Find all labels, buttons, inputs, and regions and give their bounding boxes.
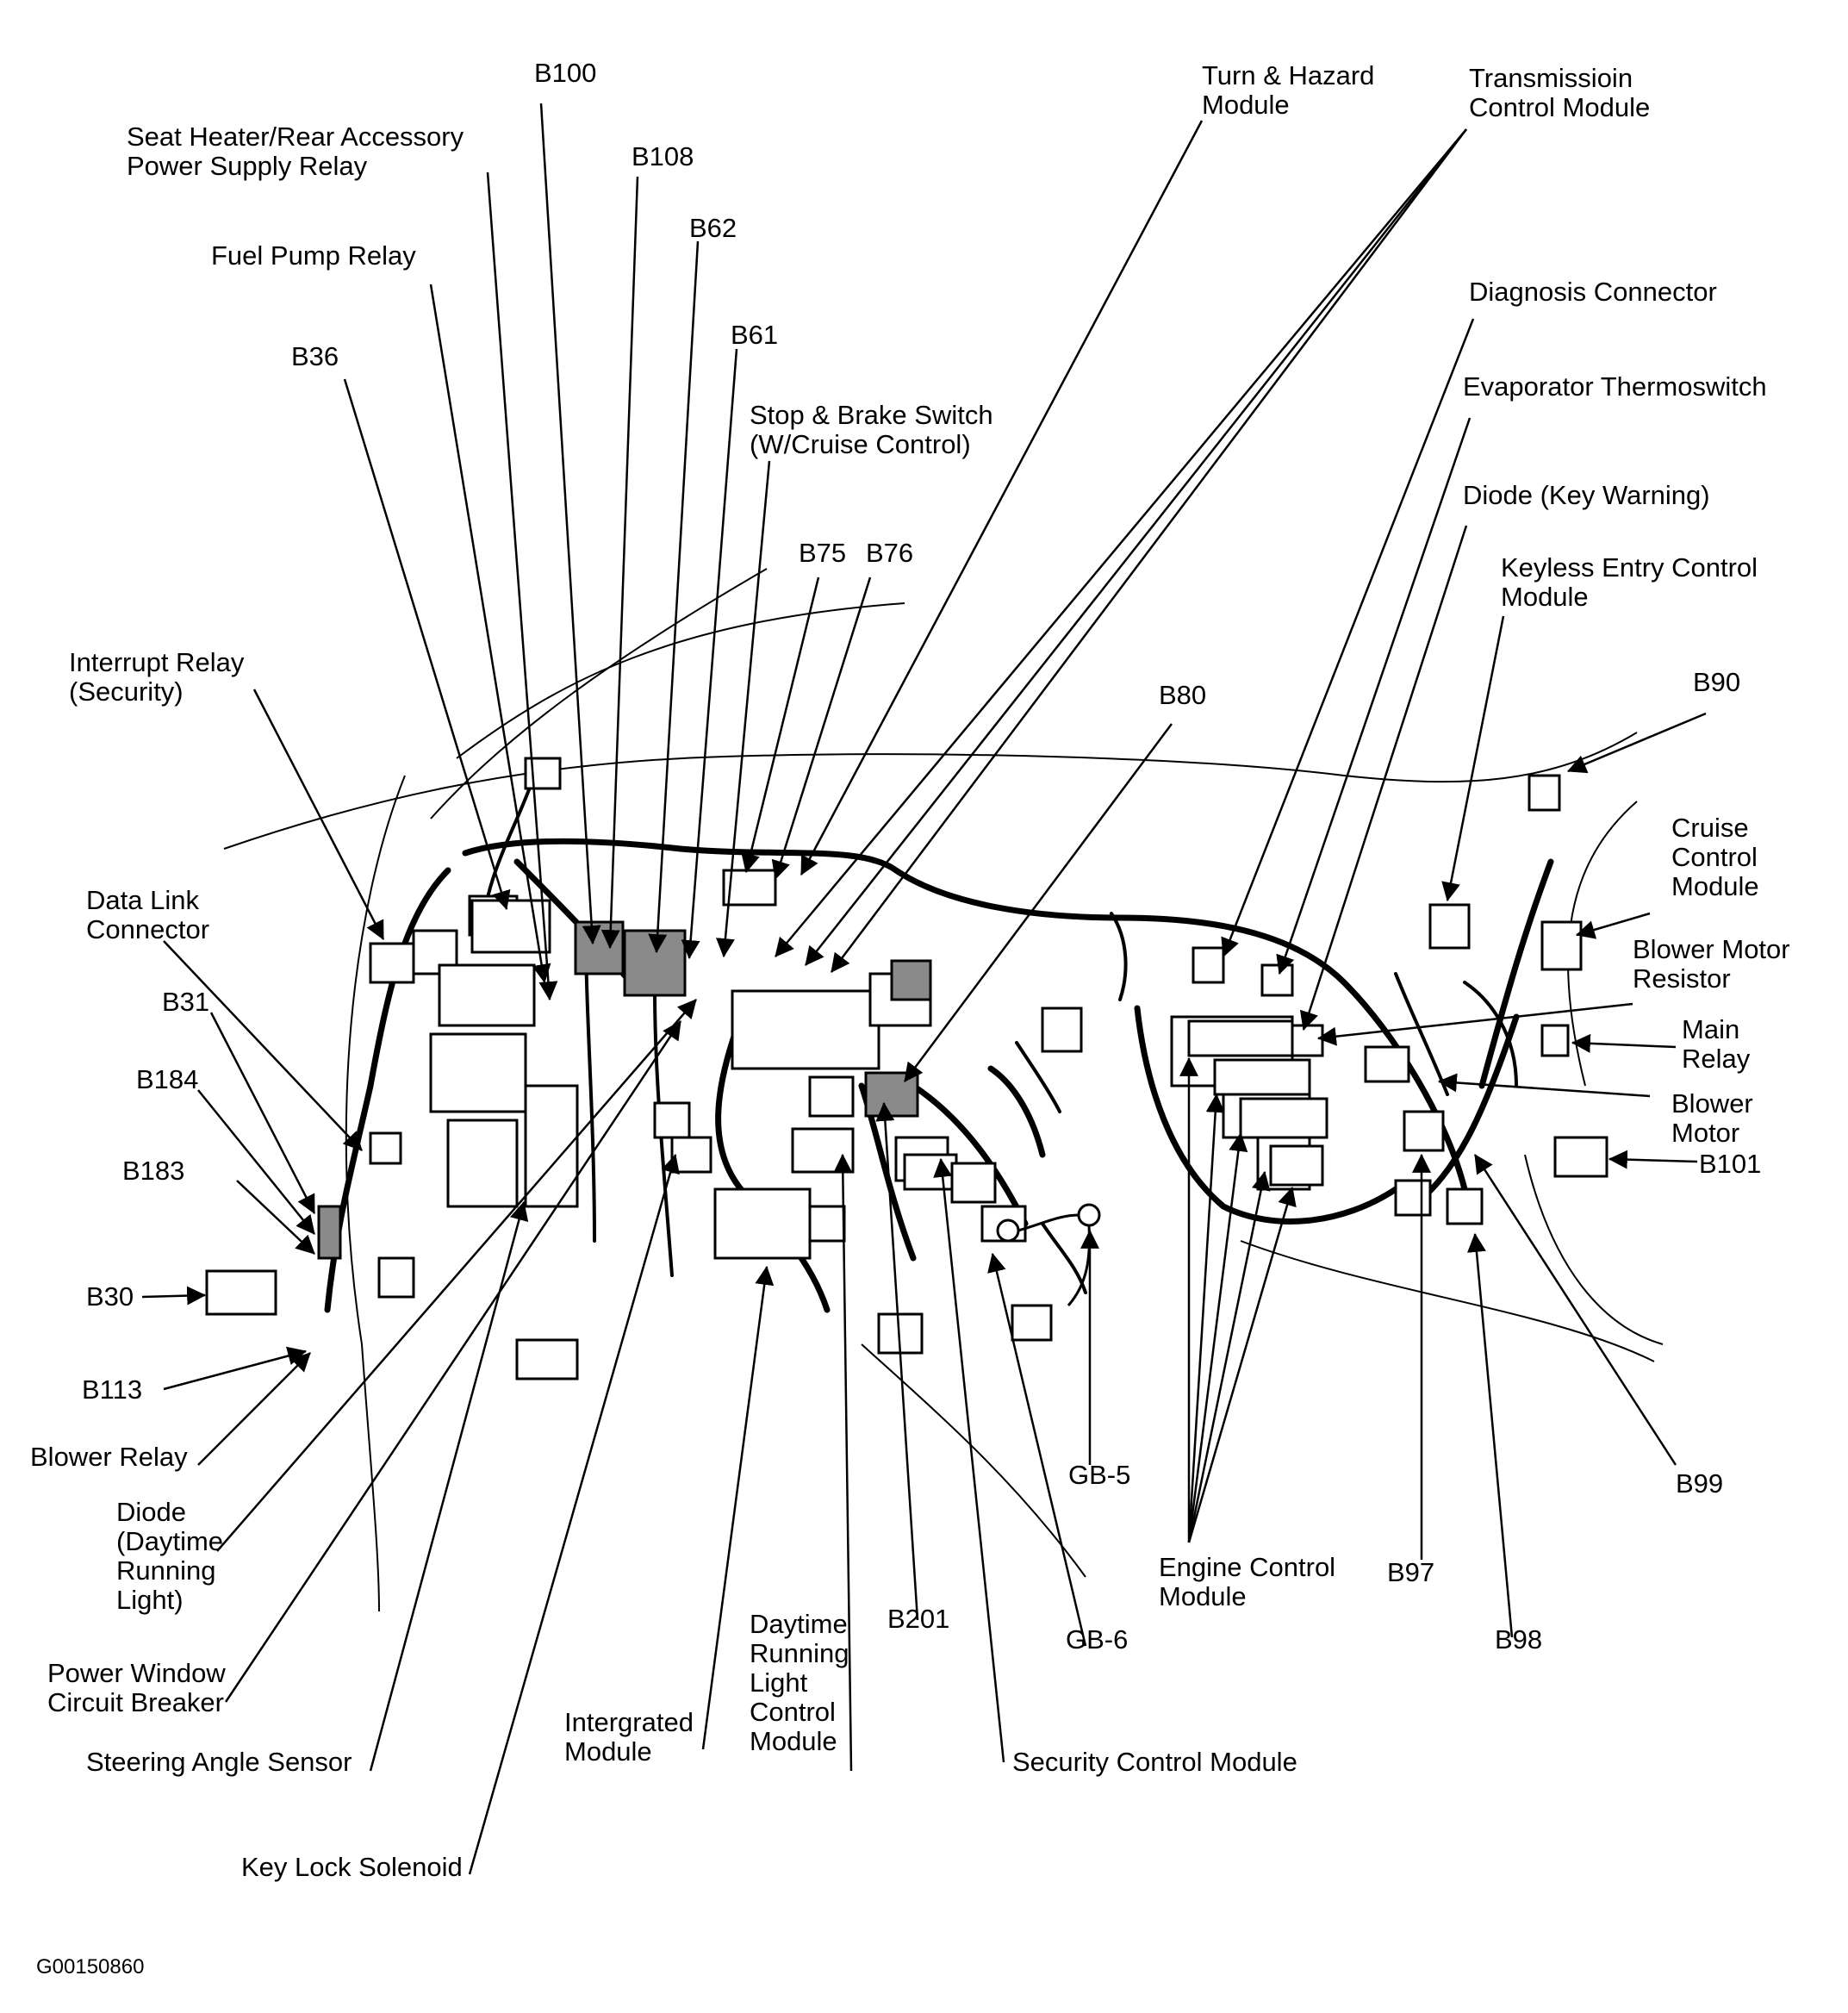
label-line: Turn & Hazard xyxy=(1202,60,1375,90)
label-b100: B100 xyxy=(534,58,597,88)
label-b97: B97 xyxy=(1387,1557,1435,1587)
label-gb6: GB-6 xyxy=(1066,1624,1129,1655)
label-b184: B184 xyxy=(136,1064,199,1094)
label-line: Keyless Entry Control xyxy=(1501,552,1758,583)
label-diode-drl: Diode (Daytime Running Light) xyxy=(116,1498,223,1615)
label-line: Diode xyxy=(116,1497,186,1527)
label-line: Module xyxy=(1671,871,1759,901)
label-b80: B80 xyxy=(1159,680,1207,710)
label-line: Daytime xyxy=(750,1609,848,1639)
label-blower-relay: Blower Relay xyxy=(30,1442,188,1472)
label-steering-angle-sensor: Steering Angle Sensor xyxy=(86,1747,352,1777)
label-line: Power Window xyxy=(47,1658,226,1688)
label-gb5: GB-5 xyxy=(1068,1460,1131,1490)
label-line: Intergrated xyxy=(564,1707,694,1737)
label-line: Stop & Brake Switch xyxy=(750,400,993,430)
label-seat-heater-relay: Seat Heater/Rear Accessory Power Supply … xyxy=(127,122,464,181)
label-line: Module xyxy=(750,1726,837,1756)
label-key-lock-solenoid: Key Lock Solenoid xyxy=(241,1852,463,1882)
label-line: Blower Motor xyxy=(1633,934,1790,964)
body-outline xyxy=(223,568,1664,1612)
label-b31: B31 xyxy=(162,987,210,1017)
label-b75: B75 xyxy=(799,538,847,568)
label-main-relay: Main Relay xyxy=(1682,1015,1750,1074)
label-line: Connector xyxy=(86,914,210,944)
label-cruise-control-module: Cruise Control Module xyxy=(1671,813,1759,901)
label-line: Control Module xyxy=(1469,92,1651,122)
label-b183: B183 xyxy=(122,1156,185,1186)
label-line: Interrupt Relay xyxy=(69,647,245,677)
label-b201: B201 xyxy=(887,1604,950,1634)
label-b30: B30 xyxy=(86,1281,134,1312)
label-b76: B76 xyxy=(866,538,914,568)
label-engine-control-module: Engine Control Module xyxy=(1159,1553,1335,1611)
label-line: Module xyxy=(564,1736,652,1767)
label-line: Blower xyxy=(1671,1088,1753,1119)
ecm-block xyxy=(1187,1019,1328,1187)
label-line: Control xyxy=(750,1697,836,1727)
label-b101: B101 xyxy=(1699,1149,1762,1179)
label-line: (W/Cruise Control) xyxy=(750,429,971,459)
label-transmission-control-module: Transmissioin Control Module xyxy=(1469,64,1650,122)
label-b62: B62 xyxy=(689,213,737,243)
label-b36: B36 xyxy=(291,341,339,371)
label-line: (Daytime xyxy=(116,1526,224,1556)
label-interrupt-relay: Interrupt Relay (Security) xyxy=(69,648,244,707)
label-b90: B90 xyxy=(1693,667,1741,697)
label-keyless-entry-module: Keyless Entry Control Module xyxy=(1501,553,1758,612)
ground-eyelets xyxy=(996,1203,1101,1306)
label-line: (Security) xyxy=(69,676,184,707)
label-data-link-connector: Data Link Connector xyxy=(86,886,209,944)
label-line: Module xyxy=(1501,582,1589,612)
label-turn-hazard-module: Turn & Hazard Module xyxy=(1202,61,1374,120)
label-b113: B113 xyxy=(82,1374,143,1405)
label-line: Running xyxy=(750,1638,849,1668)
label-blower-motor-resistor: Blower Motor Resistor xyxy=(1633,935,1790,994)
label-line: Transmissioin xyxy=(1469,63,1633,93)
figure-id: G00150860 xyxy=(36,1955,145,1979)
label-b98: B98 xyxy=(1495,1624,1543,1655)
label-line: Cruise xyxy=(1671,813,1749,843)
label-blower-motor: Blower Motor xyxy=(1671,1089,1753,1148)
label-diagnosis-connector: Diagnosis Connector xyxy=(1469,277,1717,307)
label-power-window-breaker: Power Window Circuit Breaker xyxy=(47,1659,226,1717)
label-line: Power Supply Relay xyxy=(127,151,368,181)
label-line: Control xyxy=(1671,842,1758,872)
label-line: Main xyxy=(1682,1014,1740,1044)
label-line: Engine Control xyxy=(1159,1552,1336,1582)
label-line: Data Link xyxy=(86,885,199,915)
label-line: Seat Heater/Rear Accessory xyxy=(127,122,464,152)
label-diode-key-warning: Diode (Key Warning) xyxy=(1463,480,1710,510)
leader-lines xyxy=(141,103,1707,1875)
label-evaporator-thermoswitch: Evaporator Thermoswitch xyxy=(1463,371,1767,402)
label-line: Light xyxy=(750,1667,808,1698)
label-line: Light) xyxy=(116,1585,184,1615)
label-security-control-module: Security Control Module xyxy=(1012,1747,1297,1777)
label-fuel-pump-relay: Fuel Pump Relay xyxy=(211,240,416,271)
label-line: Module xyxy=(1202,90,1290,120)
label-stop-brake-switch: Stop & Brake Switch (W/Cruise Control) xyxy=(750,401,993,459)
label-line: Module xyxy=(1159,1581,1247,1611)
label-line: Running xyxy=(116,1555,216,1586)
label-line: Circuit Breaker xyxy=(47,1687,224,1717)
label-b108: B108 xyxy=(632,141,694,171)
label-line: Motor xyxy=(1671,1118,1740,1148)
label-line: Relay xyxy=(1682,1044,1751,1074)
label-integrated-module: Intergrated Module xyxy=(564,1708,694,1767)
label-b99: B99 xyxy=(1676,1468,1724,1499)
label-drl-control-module: Daytime Running Light Control Module xyxy=(750,1610,849,1756)
label-line: Resistor xyxy=(1633,963,1731,994)
label-b61: B61 xyxy=(731,320,779,350)
